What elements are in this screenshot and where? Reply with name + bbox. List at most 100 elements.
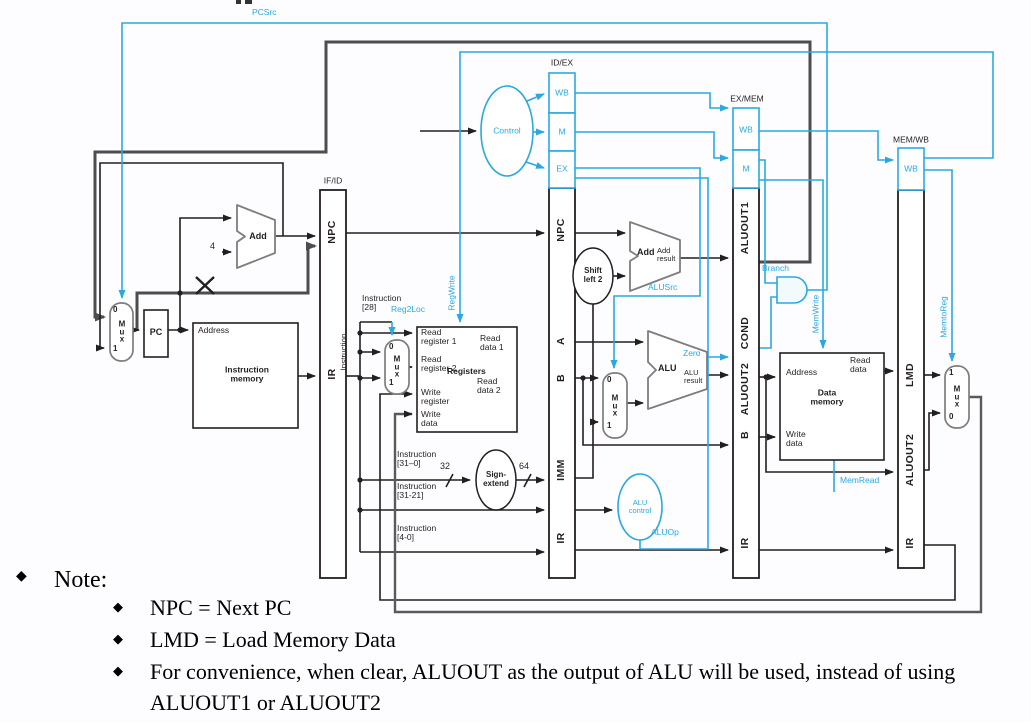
branch-and-gate: [776, 276, 808, 304]
black-wires: [96, 127, 956, 601]
memwb-ir: IR: [904, 537, 917, 549]
alu-control-unit: [617, 473, 663, 541]
idex-ex: EX: [556, 163, 568, 174]
note-bullet-1: ◆: [16, 569, 27, 584]
exmem-aluout2: ALUOUT2: [739, 362, 752, 416]
junction-dots: [177, 290, 769, 513]
title-fragment: [245, 0, 252, 4]
memtoreg-label: MemtoReg: [938, 296, 949, 338]
imem-address-port: Address: [198, 325, 230, 335]
idex-b: B: [555, 374, 568, 382]
alusrc-mux-0: 0: [607, 375, 612, 384]
alu-result-label: ALU result: [684, 368, 703, 386]
shift-left-2-unit: [572, 247, 614, 305]
pc-mux-0: 0: [113, 305, 118, 314]
pcsrc-wire: [118, 22, 828, 299]
write-data-port: Write data: [421, 409, 441, 429]
instr-31-0-label: Instruction [31–0]: [397, 449, 437, 469]
alu-control-label: ALU control: [628, 497, 652, 515]
ifid-register: [319, 189, 347, 579]
pc-mux-1: 1: [113, 344, 118, 353]
zero-label: Zero: [683, 348, 701, 358]
exmem-b: B: [739, 431, 752, 439]
regwrite-label: RegWrite: [446, 275, 457, 311]
sign-extend-unit: [475, 449, 517, 511]
memtoreg-mux-letters: M u x: [953, 384, 961, 409]
exmem-register: [732, 187, 760, 579]
idex-m: M: [558, 126, 566, 137]
note-sub-bullet: ◆: [113, 631, 123, 646]
dmem-address-port: Address: [786, 367, 818, 377]
branch-target-wire: [93, 40, 812, 322]
exmem-m: M: [742, 163, 750, 174]
note-item-npc: NPC = Next PC: [150, 595, 292, 620]
memtoreg-mux: [944, 365, 970, 429]
idex-title: ID/EX: [550, 57, 574, 68]
instruction-bus-label: Instruction: [339, 333, 349, 371]
dmem-read-data-port: Read data: [850, 355, 871, 375]
write-register-port: Write register: [421, 387, 450, 407]
read-register-1-port: Read register 1: [421, 327, 457, 347]
instr-31-21-label: Instruction [31-21]: [397, 481, 437, 501]
width-32-label: 32: [440, 461, 451, 471]
memwb-title: MEM/WB: [893, 134, 929, 145]
memtoreg-wire: [924, 169, 956, 362]
pc-mux-letters: M u x: [118, 319, 126, 344]
exmem-m-box: [732, 149, 760, 189]
title-fragment: [236, 0, 241, 4]
note-item-lmd: LMD = Load Memory Data: [150, 627, 396, 652]
instruction-memory-label: Instruction memory: [225, 364, 269, 384]
read-data-2-port: Read data 2: [477, 376, 501, 396]
idex-ir: IR: [555, 532, 568, 544]
ifid-title: IF/ID: [323, 175, 343, 186]
instruction-memory-box: [192, 322, 299, 429]
pcsrc-label: PCSrc: [252, 7, 277, 17]
shift-left-2-label: Shift left 2: [583, 266, 603, 284]
reg2loc-label: Reg2Loc: [391, 304, 426, 314]
memread-label: MemRead: [840, 475, 880, 485]
instr-28-label: Instruction [28]: [362, 293, 402, 313]
memwrite-wire: [759, 179, 827, 349]
branch-adder-label: Add: [637, 247, 655, 257]
memtoreg-mux-0: 0: [949, 412, 954, 421]
alu-label: ALU: [658, 363, 677, 373]
alusrc-mux-letters: M u x: [611, 393, 619, 418]
read-register-2-port: Read register 2: [421, 354, 457, 374]
alusrc-mux-1: 1: [607, 421, 612, 430]
data-memory-box: [779, 352, 885, 461]
x-mark: [195, 276, 215, 295]
dmem-write-data-port: Write data: [786, 429, 806, 449]
idex-m-box: [548, 112, 576, 152]
memtoreg-mux-1: 1: [949, 368, 954, 377]
branch-adder: [629, 221, 681, 292]
regwrite-wire: [456, 51, 994, 323]
ifid-ir: IR: [326, 368, 339, 380]
aluop-wire: [575, 177, 709, 550]
idex-register: [548, 187, 576, 579]
exmem-title: EX/MEM: [730, 93, 764, 104]
npc-crossed-wire: [135, 241, 317, 330]
idex-npc: NPC: [555, 218, 568, 242]
reg2loc-mux-0: 0: [389, 342, 394, 351]
memwb-aluout2: ALUOUT2: [904, 433, 917, 487]
aluop-label: ALUOp: [651, 527, 679, 537]
exmem-cond: COND: [739, 316, 752, 350]
sign-extend-label: Sign- extend: [483, 470, 509, 488]
reg2loc-mux: [384, 339, 410, 395]
idex-wb: WB: [555, 87, 569, 98]
note-item-aluout: For convenience, when clear, ALUOUT as t…: [150, 659, 956, 716]
data-memory-label: Data memory: [810, 387, 844, 407]
alusrc-wire: [575, 167, 701, 369]
branch-label: Branch: [762, 263, 789, 273]
note-sub-bullet: ◆: [113, 599, 123, 614]
control-wires: [118, 22, 994, 550]
note-sub-bullet: ◆: [113, 663, 123, 678]
idex-a: A: [555, 337, 568, 345]
exmem-ir: IR: [739, 537, 752, 549]
idex-ex-box: [548, 150, 576, 189]
alusrc-mux: [602, 372, 628, 439]
pc-adder: [236, 204, 276, 269]
memwb-lmd: LMD: [904, 363, 917, 387]
